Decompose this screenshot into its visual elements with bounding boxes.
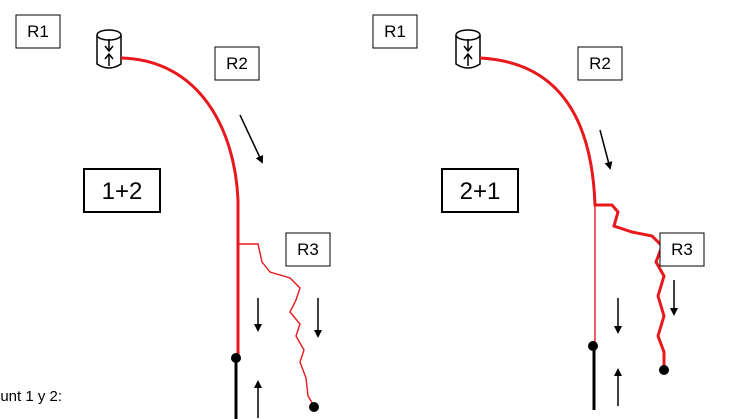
- r1-label-box: R1: [15, 14, 61, 49]
- r2-label: R2: [589, 54, 611, 73]
- panel-right: R1 R2 R3: [372, 14, 705, 410]
- r2-label-box: R2: [214, 46, 260, 81]
- end-dot: [659, 365, 669, 375]
- order-box: 1+2: [83, 168, 161, 213]
- end-dot: [309, 402, 319, 412]
- cylinder-tank-icon: [96, 29, 122, 69]
- order-box: 2+1: [441, 168, 519, 213]
- junction-dot: [588, 341, 598, 351]
- r1-label: R1: [27, 22, 49, 41]
- r2-label-box: R2: [577, 46, 623, 81]
- route-main-red: [479, 56, 666, 368]
- r3-label: R3: [671, 240, 693, 259]
- r3-label: R3: [297, 240, 319, 259]
- r3-label-box: R3: [659, 232, 705, 267]
- flow-arrow-down: [239, 114, 264, 164]
- panel-left: R1 R2 R3: [0, 14, 331, 419]
- r1-label: R1: [384, 22, 406, 41]
- route-branch-red: [238, 243, 315, 407]
- r2-label: R2: [226, 54, 248, 73]
- caption: hunt 1 y 2:: [0, 388, 62, 405]
- r1-label-box: R1: [372, 14, 418, 49]
- junction-dot: [231, 353, 241, 363]
- route-main-red: [120, 56, 240, 358]
- r3-label-box: R3: [285, 232, 331, 267]
- order-label: 2+1: [460, 178, 501, 205]
- order-label: 1+2: [102, 178, 143, 205]
- cylinder-tank-icon: [455, 29, 481, 69]
- flow-arrow-down: [599, 129, 613, 170]
